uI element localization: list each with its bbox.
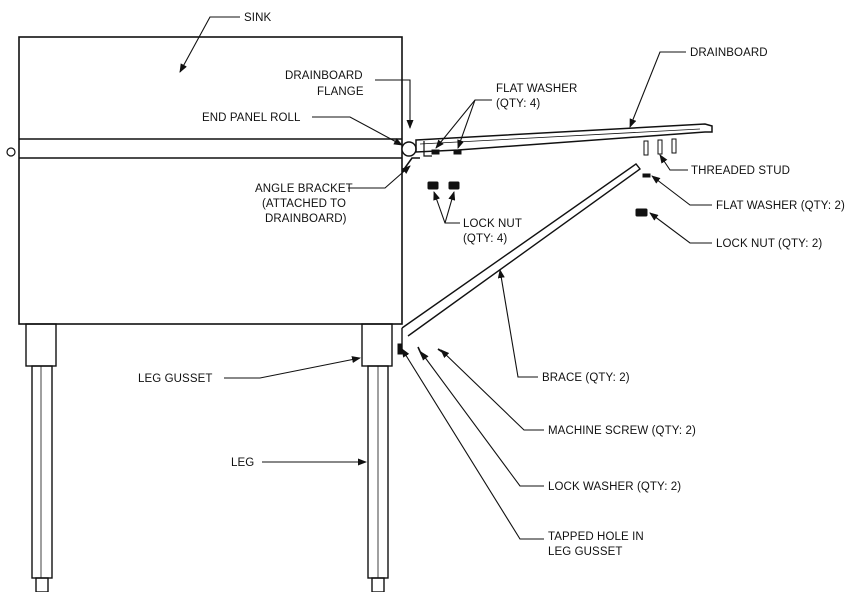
end-panel-roll	[401, 141, 420, 173]
label-drainboard-flange-line1: DRAINBOARD	[285, 70, 363, 82]
threaded-studs	[643, 138, 677, 156]
label-sink: SINK	[244, 12, 271, 24]
label-threaded-stud: THREADED STUD	[691, 165, 790, 177]
left-leg	[25, 323, 57, 592]
label-tapped-hole-line2: LEG GUSSET	[548, 546, 623, 558]
leader-lines	[179, 16, 712, 540]
label-lock-washer: LOCK WASHER (QTY: 2)	[548, 481, 681, 493]
label-lock-nut-right: LOCK NUT (QTY: 2)	[716, 238, 822, 250]
label-tapped-hole-line1: TAPPED HOLE IN	[548, 531, 644, 543]
label-angle-bracket-line1: ANGLE BRACKET	[255, 183, 353, 195]
label-drainboard-flange-line2: FLANGE	[317, 86, 364, 98]
label-end-panel-roll: END PANEL ROLL	[202, 112, 301, 124]
drain-knob	[6, 147, 16, 157]
label-drainboard: DRAINBOARD	[690, 47, 768, 59]
labels: SINK DRAINBOARD DRAINBOARD FLANGE FLAT W…	[138, 12, 845, 558]
drainboard	[415, 123, 713, 157]
label-brace: BRACE (QTY: 2)	[542, 372, 630, 384]
lock-nuts-left	[427, 181, 460, 190]
label-lock-nut-left-line2: (QTY: 4)	[463, 233, 507, 245]
flat-washer-part	[642, 173, 651, 178]
screws	[397, 343, 445, 359]
label-machine-screw: MACHINE SCREW (QTY: 2)	[548, 425, 696, 437]
label-flat-washer-top-line2: (QTY: 4)	[496, 98, 540, 110]
right-leg	[361, 323, 393, 592]
label-leg-gusset: LEG GUSSET	[138, 373, 213, 385]
label-flat-washer-right: FLAT WASHER (QTY: 2)	[716, 200, 845, 212]
label-lock-nut-left-line1: LOCK NUT	[463, 218, 522, 230]
label-flat-washer-top-line1: FLAT WASHER	[496, 83, 577, 95]
lock-nut-part	[635, 208, 648, 217]
label-angle-bracket-line3: DRAINBOARD)	[265, 213, 347, 225]
brace	[401, 163, 642, 352]
sink-body	[6, 36, 403, 325]
label-angle-bracket-line2: (ATTACHED TO	[262, 198, 346, 210]
label-leg: LEG	[231, 457, 254, 469]
